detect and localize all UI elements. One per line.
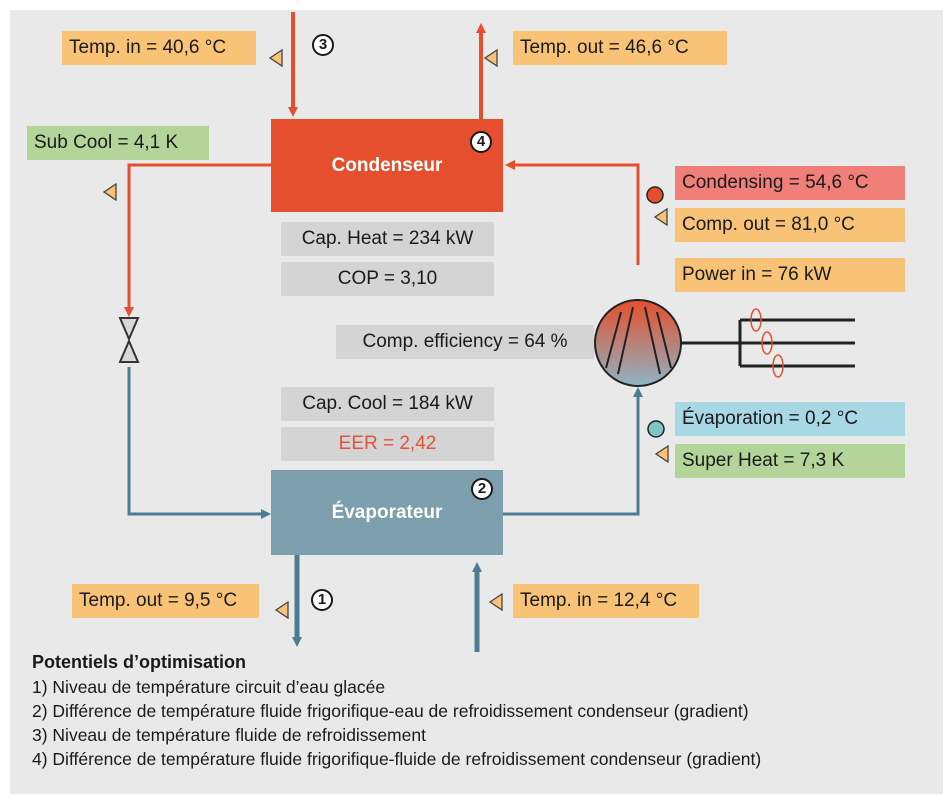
temp-in-evaporator-label: Temp. in = 12,4 °C [513,584,699,618]
comp-out-label: Comp. out = 81,0 °C [675,208,905,242]
evaporator-box: Évaporateur [271,470,503,555]
evaporation-pressure-sensor-icon [647,420,665,438]
note-item: 2) Différence de température fluide frig… [32,701,749,721]
super-heat-label: Super Heat = 7,3 K [675,444,905,478]
expansion-valve-icon [118,317,140,363]
sub-cool-label: Sub Cool = 4,1 K [27,126,209,160]
eer-label: EER = 2,42 [281,427,494,461]
condensing-label: Condensing = 54,6 °C [675,166,905,200]
condenser-box: Condenseur [271,119,503,212]
condensing-pressure-sensor-icon [646,186,664,204]
comp-efficiency-label: Comp. efficiency = 64 % [336,325,594,359]
liquid-line [124,163,271,317]
power-in-label: Power in = 76 kW [675,258,905,292]
temperature-sensor-icon [102,48,669,620]
condenser-label: Condenseur [331,154,443,176]
marker-2: 2 [471,478,493,500]
note-item: 1) Niveau de température circuit d’eau g… [32,677,386,697]
evaporation-label: Évaporation = 0,2 °C [675,402,905,436]
marker-3: 3 [312,34,334,56]
compressor-icon [594,299,855,387]
marker-4: 4 [470,131,492,153]
note-item: 4) Différence de température fluide frig… [32,749,762,769]
suction-line [503,387,643,516]
temp-out-evaporator-label: Temp. out = 9,5 °C [72,584,259,618]
cap-heat-label: Cap. Heat = 234 kW [281,222,494,256]
note-item: 3) Niveau de température fluide de refro… [32,725,426,745]
cap-cool-label: Cap. Cool = 184 kW [281,387,494,421]
temp-out-condenser-label: Temp. out = 46,6 °C [513,31,727,65]
cop-label: COP = 3,10 [281,262,494,296]
notes-title: Potentiels d’optimisation [32,652,247,672]
temp-in-condenser-label: Temp. in = 40,6 °C [62,31,256,65]
evaporator-label: Évaporateur [331,501,443,523]
hot-gas-line [505,160,640,265]
expansion-to-evaporator-line [127,367,271,519]
marker-1: 1 [311,589,333,611]
optimization-notes: Potentiels d’optimisation 1) Niveau de t… [32,652,937,771]
